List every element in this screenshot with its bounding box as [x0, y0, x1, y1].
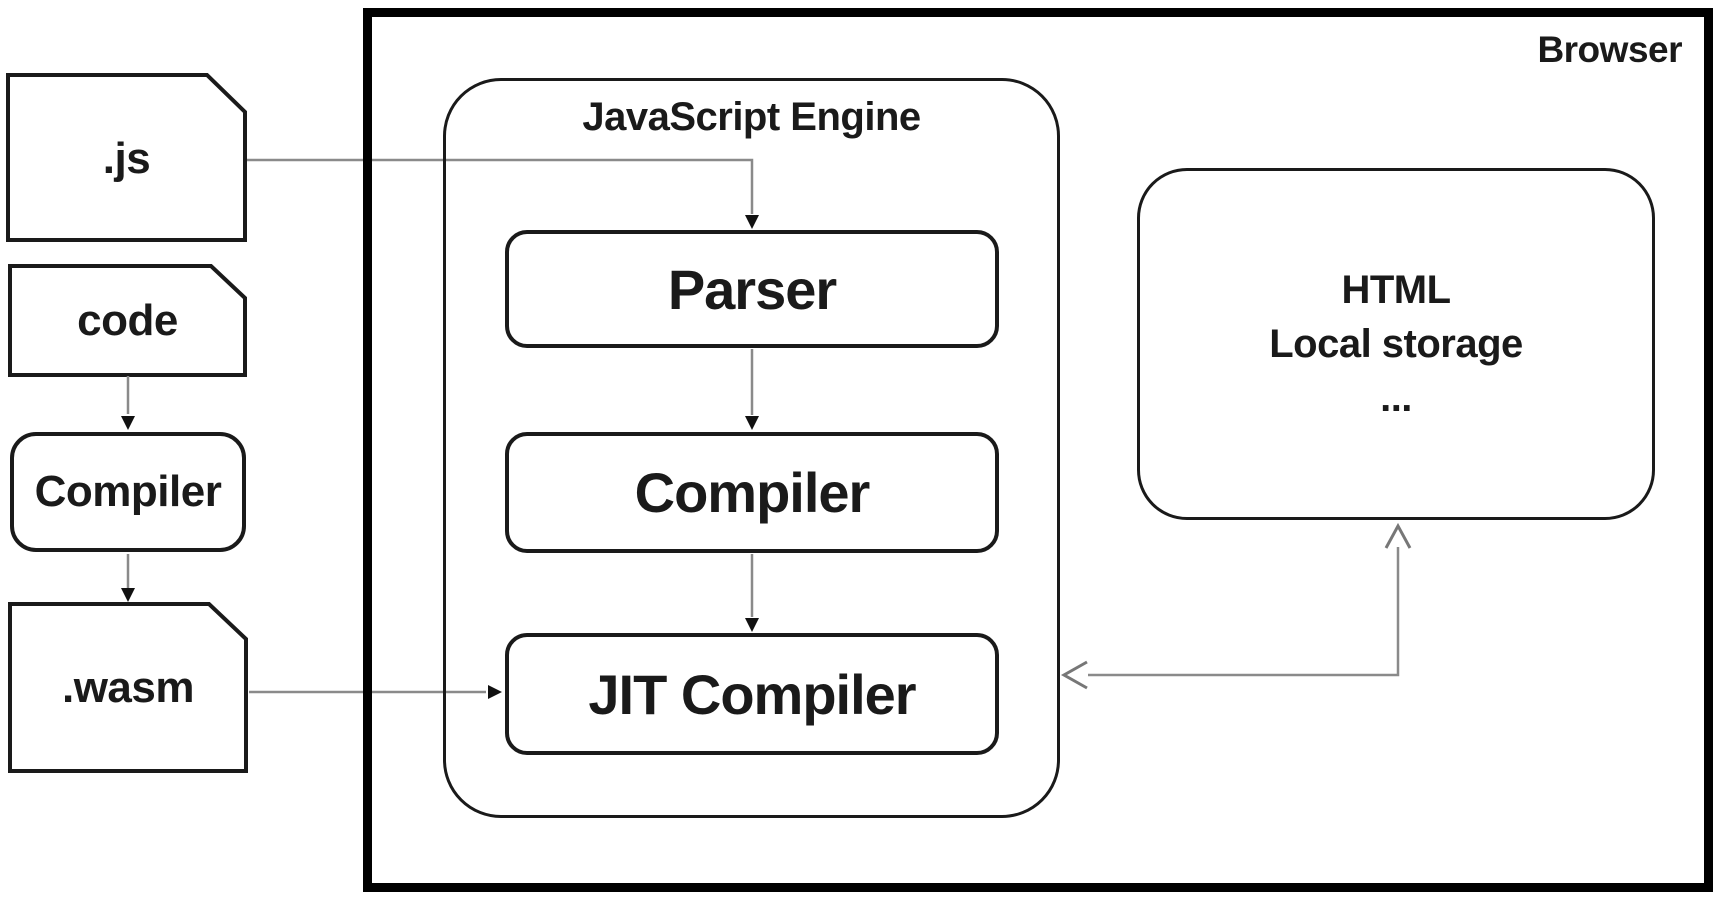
arrow-js-to-parser-head: [745, 215, 759, 229]
left-compiler-label: Compiler: [34, 467, 222, 516]
compiler-label: Compiler: [634, 461, 871, 524]
arrow-engine-html-line: [1088, 547, 1400, 677]
parser-box: Parser: [505, 230, 999, 348]
arrow-engine-html-left-chevron: [1060, 660, 1088, 690]
left-compiler-box: Compiler: [10, 432, 246, 552]
compiler-box: Compiler: [505, 432, 999, 553]
javascript-engine-box: JavaScript Engine: [443, 78, 1060, 818]
arrow-js-to-parser-line: [247, 158, 754, 214]
wasm-file-label: .wasm: [61, 662, 195, 712]
arrow-engine-html-up-chevron: [1384, 522, 1412, 549]
storage-line-ellipsis: ...: [1380, 376, 1412, 420]
js-file-label: .js: [102, 133, 151, 183]
code-file-shape: [8, 264, 247, 377]
arrow-wasm-to-jit-head: [488, 685, 502, 699]
arrow-compiler-to-jit-head: [745, 618, 759, 632]
arrow-compiler-to-wasm-head: [121, 588, 135, 602]
code-file-label: code: [77, 295, 178, 345]
arrow-code-to-compiler-head: [121, 416, 135, 430]
browser-container-box: Browser: [363, 8, 1713, 892]
storage-line-localstorage: Local storage: [1269, 322, 1523, 366]
wasm-file-shape: [8, 602, 248, 773]
browser-label: Browser: [1537, 29, 1682, 70]
storage-line-html: HTML: [1341, 268, 1451, 312]
parser-label: Parser: [667, 257, 837, 321]
jit-compiler-label: JIT Compiler: [588, 662, 916, 726]
html-storage-box: HTML Local storage ...: [1137, 168, 1655, 520]
javascript-engine-label: JavaScript Engine: [582, 95, 921, 139]
arrow-parser-to-compiler-head: [745, 416, 759, 430]
jit-compiler-box: JIT Compiler: [505, 633, 999, 755]
js-file-shape: [6, 73, 247, 242]
